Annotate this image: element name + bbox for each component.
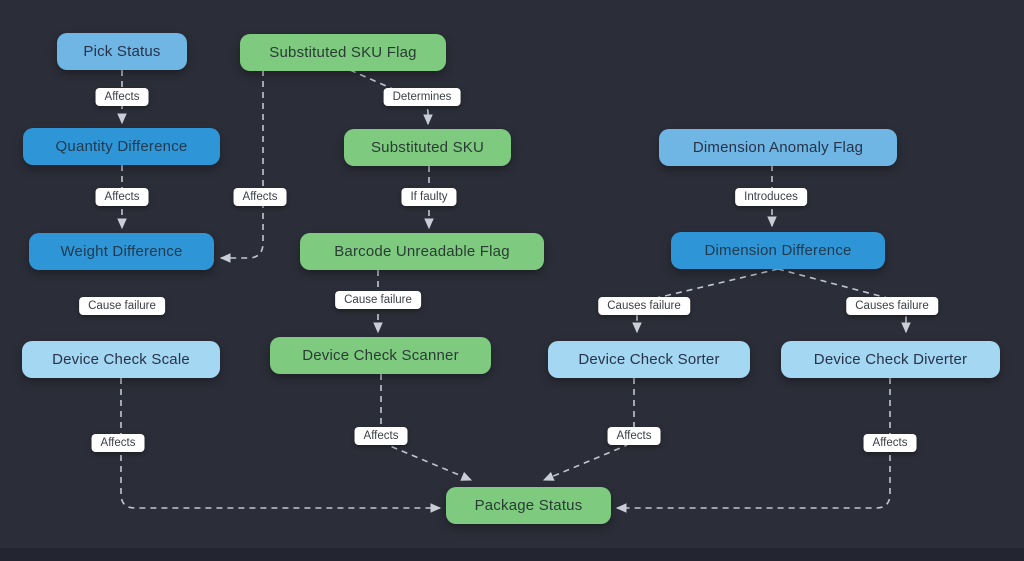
node-pick-status[interactable]: Pick Status (57, 33, 187, 70)
edge-substituted-sku-flag-to-weight-difference (219, 70, 264, 263)
edge-label-sku-if-faulty: If faulty (401, 188, 457, 206)
node-device-check-sorter[interactable]: Device Check Sorter (548, 341, 750, 378)
node-substituted-sku-flag[interactable]: Substituted SKU Flag (240, 34, 446, 71)
node-barcode-unreadable-flag[interactable]: Barcode Unreadable Flag (300, 233, 544, 270)
edge-label-diverter-causes-failure: Causes failure (846, 297, 938, 315)
edge-label-pick-affects: Affects (95, 88, 149, 106)
node-device-check-diverter[interactable]: Device Check Diverter (781, 341, 1000, 378)
edge-label-weight-cause-failure: Cause failure (79, 297, 165, 315)
node-weight-difference[interactable]: Weight Difference (29, 233, 214, 270)
node-package-status[interactable]: Package Status (446, 487, 611, 524)
node-device-check-scanner[interactable]: Device Check Scanner (270, 337, 491, 374)
edge-label-flag-affects: Affects (233, 188, 287, 206)
edge-label-anomaly-introduces: Introduces (735, 188, 807, 206)
node-dimension-anomaly-flag[interactable]: Dimension Anomaly Flag (659, 129, 897, 166)
node-substituted-sku[interactable]: Substituted SKU (344, 129, 511, 166)
edge-label-sorter-causes-failure: Causes failure (598, 297, 690, 315)
bottom-window-strip (0, 548, 1024, 561)
node-dimension-difference[interactable]: Dimension Difference (671, 232, 885, 269)
edge-label-scale-affects: Affects (91, 434, 145, 452)
edge-label-sorter-affects: Affects (607, 427, 661, 445)
edge-label-barcode-cause-failure: Cause failure (335, 291, 421, 309)
edge-label-flag-determines: Determines (383, 88, 461, 106)
edge-label-quantity-affects: Affects (95, 188, 149, 206)
edge-label-scanner-affects: Affects (354, 427, 408, 445)
edge-label-diverter-affects: Affects (863, 434, 917, 452)
node-quantity-difference[interactable]: Quantity Difference (23, 128, 220, 165)
node-device-check-scale[interactable]: Device Check Scale (22, 341, 220, 378)
